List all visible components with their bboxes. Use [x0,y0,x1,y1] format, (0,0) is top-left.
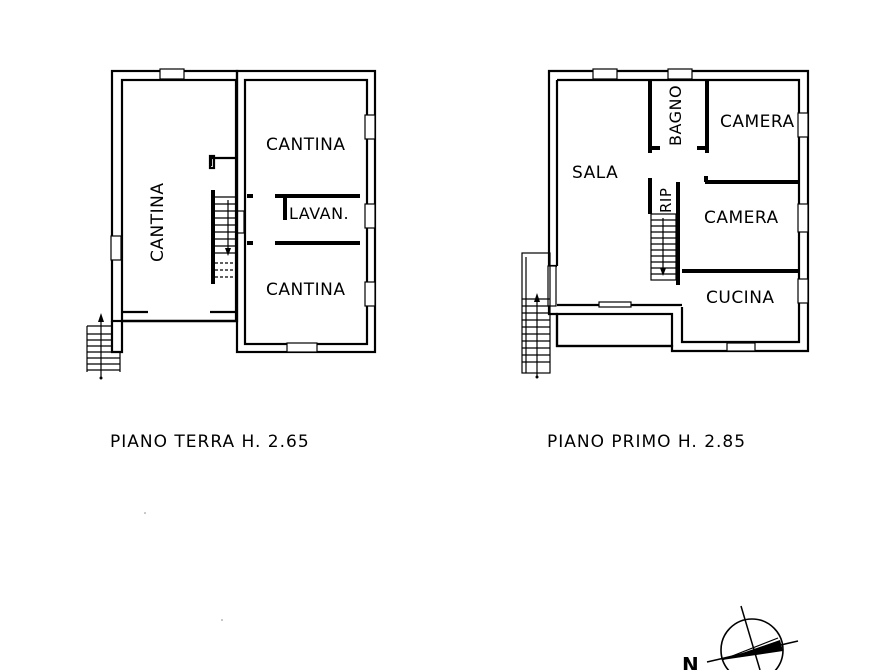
ground-floor-plan: CANTINA CANTINA LAVAN. CANTINA [86,68,377,380]
room-label-camera-lower: CAMERA [704,208,779,228]
room-label-camera-upper: CAMERA [720,112,795,132]
ground-floor-caption: PIANO TERRA H. 2.65 [110,432,310,452]
compass-north-label: N [682,653,699,670]
room-label-lavanderia: LAVAN. [289,204,349,223]
room-label-cucina: CUCINA [706,288,775,308]
room-label-cantina-left: CANTINA [148,183,168,262]
room-label-ripostiglio: RIP [657,188,675,213]
first-floor-caption: PIANO PRIMO H. 2.85 [547,432,747,452]
room-label-sala: SALA [572,163,618,183]
room-label-bagno: BAGNO [666,85,685,146]
room-label-cantina-upper: CANTINA [266,135,345,155]
north-arrow-icon: N [682,605,799,670]
first-floor-plan: SALA BAGNO CAMERA RIP CAMERA CUCINA [521,68,810,379]
room-label-cantina-lower: CANTINA [266,280,345,300]
